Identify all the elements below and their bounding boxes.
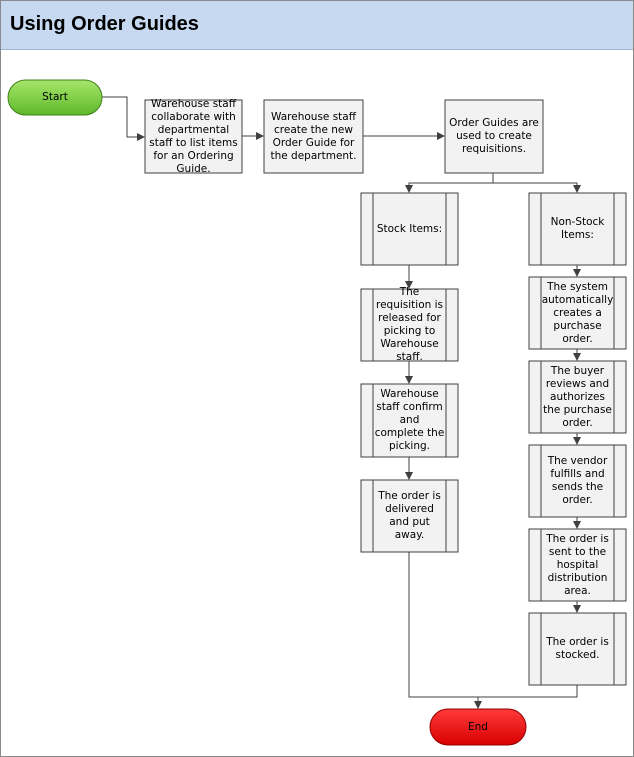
side-bars xyxy=(372,193,615,685)
delivered-box xyxy=(360,479,459,553)
released-box xyxy=(360,288,459,362)
requisitions-box xyxy=(444,99,544,174)
nonstock-items-box xyxy=(528,192,627,266)
delivered-label: The order is delivered and put away. xyxy=(378,490,441,541)
end-label: End xyxy=(468,720,488,733)
end-terminator xyxy=(429,708,527,746)
connector-start-to-collaborate xyxy=(102,96,145,141)
confirm-box xyxy=(360,383,459,458)
collaborate-box xyxy=(144,99,243,174)
connector-requisitions-to-nonstock xyxy=(493,182,581,193)
confirm-label: Warehouse staff confirm and complete the… xyxy=(374,388,445,452)
vendor-label: The vendor fulfills and sends the order. xyxy=(547,455,608,506)
collaborate-label: Warehouse staff collaborate with departm… xyxy=(149,97,238,175)
stock-items-label: Stock Items: xyxy=(376,222,443,235)
process-boxes xyxy=(144,99,627,686)
stocked-label: The order is stocked. xyxy=(546,636,609,661)
connector-stocked-to-end xyxy=(478,685,578,698)
released-label: The requisition is released for picking … xyxy=(375,286,443,363)
start-label: Start xyxy=(42,91,68,103)
stocked-box xyxy=(528,612,627,686)
stock-items-box xyxy=(360,192,459,266)
requisitions-label: Order Guides are used to create requisit… xyxy=(449,117,539,155)
page-title: Using Order Guides xyxy=(10,13,199,35)
system-po-label: The system automatically creates a purch… xyxy=(541,280,614,345)
system-po-box xyxy=(528,276,627,350)
create-guide-box xyxy=(263,99,364,174)
buyer-label: The buyer reviews and authorizes the pur… xyxy=(543,364,612,429)
vendor-box xyxy=(528,444,627,518)
sent-label: The order is sent to the hospital distri… xyxy=(546,532,609,597)
header-bar: Using Order Guides xyxy=(1,1,633,50)
buyer-box xyxy=(528,360,627,434)
connector-requisitions-split xyxy=(405,173,494,193)
create-guide-label: Warehouse staff create the new Order Gui… xyxy=(270,110,357,162)
connector-delivered-to-end xyxy=(408,552,482,709)
start-terminator xyxy=(7,79,103,116)
sent-box xyxy=(528,528,627,602)
connectors xyxy=(102,96,581,709)
nonstock-items-label: Non-Stock Items: xyxy=(550,216,605,241)
